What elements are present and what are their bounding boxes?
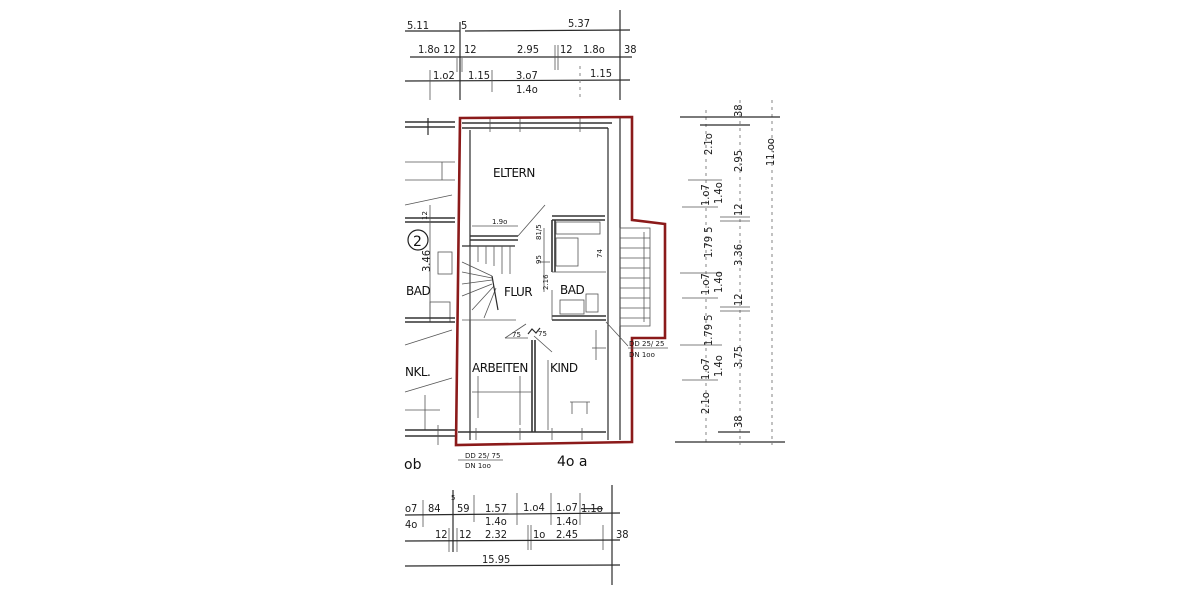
room-arbeiten: ARBEITEN: [472, 361, 528, 375]
dim-top-38: 38: [624, 43, 637, 56]
neighbor-dim-12: 12: [421, 211, 429, 220]
dim-right-210-top: 2.1o: [702, 133, 715, 155]
dim-bottom-5: 5: [451, 494, 455, 502]
dim-bottom-245: 2.45: [556, 528, 578, 541]
dim-bottom-59: 59: [457, 502, 470, 515]
dim-right-336: 3.36: [732, 244, 745, 266]
dim-right-38-bottom: 38: [732, 415, 745, 428]
dim-right-38-top: 38: [732, 104, 745, 117]
dim-bottom-07: o7: [405, 502, 417, 515]
dim-bottom-38: 38: [616, 528, 629, 541]
bathroom-fixtures: [551, 220, 606, 321]
dim-right-140-a: 1.4o: [712, 182, 725, 204]
room-eltern: ELTERN: [493, 166, 535, 180]
dim-right-12-b: 12: [732, 293, 745, 306]
dim-bottom-157: 1.57: [485, 502, 507, 515]
neighbor-room-nkl: NKL.: [405, 365, 430, 379]
dim-top-295: 2.95: [517, 43, 539, 56]
room-flur: FLUR: [504, 285, 532, 299]
dim-bottom-140-b: 1.4o: [556, 515, 578, 528]
dim-right-107-b: 1.o7: [699, 273, 712, 295]
right-dimension-chain: 2.1o 1.o7 1.4o 1.79 5 1.o7 1.4o 1.79 5 1…: [675, 100, 785, 445]
dim-right-375: 3.75: [732, 346, 745, 368]
neighbor-unit: 12 2 3.46 BAD NKL. ob: [404, 118, 455, 473]
section-marker-number: 2: [413, 234, 422, 250]
dim-right-210-bottom: 2.1o: [699, 392, 712, 414]
dim-right-total: 11.oo: [764, 138, 777, 166]
unit-40a: 1.9o ELTERN FLUR 81/5 95 2.16: [454, 115, 668, 470]
bottom-dimension-chain: 5 o7 84 59 1.57 1.o4 1.o7 1.1o 4o 1.4o 1…: [404, 485, 629, 585]
balcony-steps: [619, 227, 651, 327]
dim-bottom-104: 1.o4: [523, 501, 545, 514]
dim-top-511: 5.11: [407, 19, 429, 32]
section-marker-circle: [407, 229, 429, 251]
dim-95: 95: [535, 255, 543, 264]
dim-top-12-a: 12: [443, 43, 456, 56]
dim-right-1795-b: 1.79 5: [702, 315, 715, 346]
dim-bottom-84: 84: [428, 502, 441, 515]
dim-top-12-c: 12: [560, 43, 573, 56]
dim-top-102: 1.o2: [433, 69, 455, 82]
neighbor-dim-346: 3.46: [420, 250, 433, 272]
dim-right-140-b: 1.4o: [712, 271, 725, 293]
dim-top-180-left: 1.8o: [418, 43, 440, 56]
dim-right-107-a: 1.o7: [699, 184, 712, 206]
dim-bottom-total: 15.95: [482, 553, 510, 566]
dim-bottom-140-a: 1.4o: [485, 515, 507, 528]
dim-top-5: 5: [461, 19, 467, 32]
room-kind: KIND: [550, 361, 578, 375]
neighbor-room-bad: BAD: [406, 284, 430, 298]
dim-216: 2.16: [542, 274, 550, 290]
dim-bottom-232: 2.32: [485, 528, 507, 541]
dim-top-180-right: 1.8o: [583, 43, 605, 56]
staircase: [461, 245, 516, 321]
dim-right-1795-a: 1.79 5: [702, 227, 715, 258]
dim-right-12-a: 12: [732, 203, 745, 216]
pipe-dd-bottom: DD 25/ 75: [465, 452, 500, 460]
pipe-dn-bottom: DN 1oo: [465, 462, 491, 470]
unit-outline: [454, 115, 667, 447]
pipe-dd-right: DD 25/ 25: [629, 340, 664, 348]
dim-bottom-12-b: 12: [459, 528, 472, 541]
dim-top-115-b: 1.15: [590, 67, 612, 80]
dim-right-295: 2.95: [732, 150, 745, 172]
pipe-dn-right: DN 1oo: [629, 351, 655, 359]
dim-bottom-12-a: 12: [435, 528, 448, 541]
dim-top-115-a: 1.15: [468, 69, 490, 82]
room-bad: BAD: [560, 283, 584, 297]
dim-bottom-40: 4o: [405, 518, 417, 531]
dim-bottom-110: 1.1o: [581, 502, 603, 515]
dim-top-307: 3.o7: [516, 69, 538, 82]
unit-label: 4o a: [557, 454, 588, 470]
dim-bottom-10: 1o: [533, 528, 545, 541]
dim-right-140-c: 1.4o: [712, 355, 725, 377]
dim-bottom-107: 1.o7: [556, 501, 578, 514]
dim-door-75-a: 75: [512, 331, 521, 339]
dim-eltern-190: 1.9o: [492, 218, 507, 226]
top-dimension-chain: 5.11 5 5.37 1.8o 12 12 2.95 12 1.8o 38 1…: [404, 10, 637, 100]
dim-815: 81/5: [535, 224, 543, 240]
dim-top-12-b: 12: [464, 43, 477, 56]
dim-door-75-b: 75: [538, 330, 547, 338]
dim-top-140: 1.4o: [516, 83, 538, 96]
neighbor-unit-label: ob: [404, 457, 422, 473]
dim-bad-74: 74: [596, 249, 604, 258]
dim-top-537: 5.37: [568, 17, 590, 30]
dim-right-107-c: 1.o7: [699, 358, 712, 380]
